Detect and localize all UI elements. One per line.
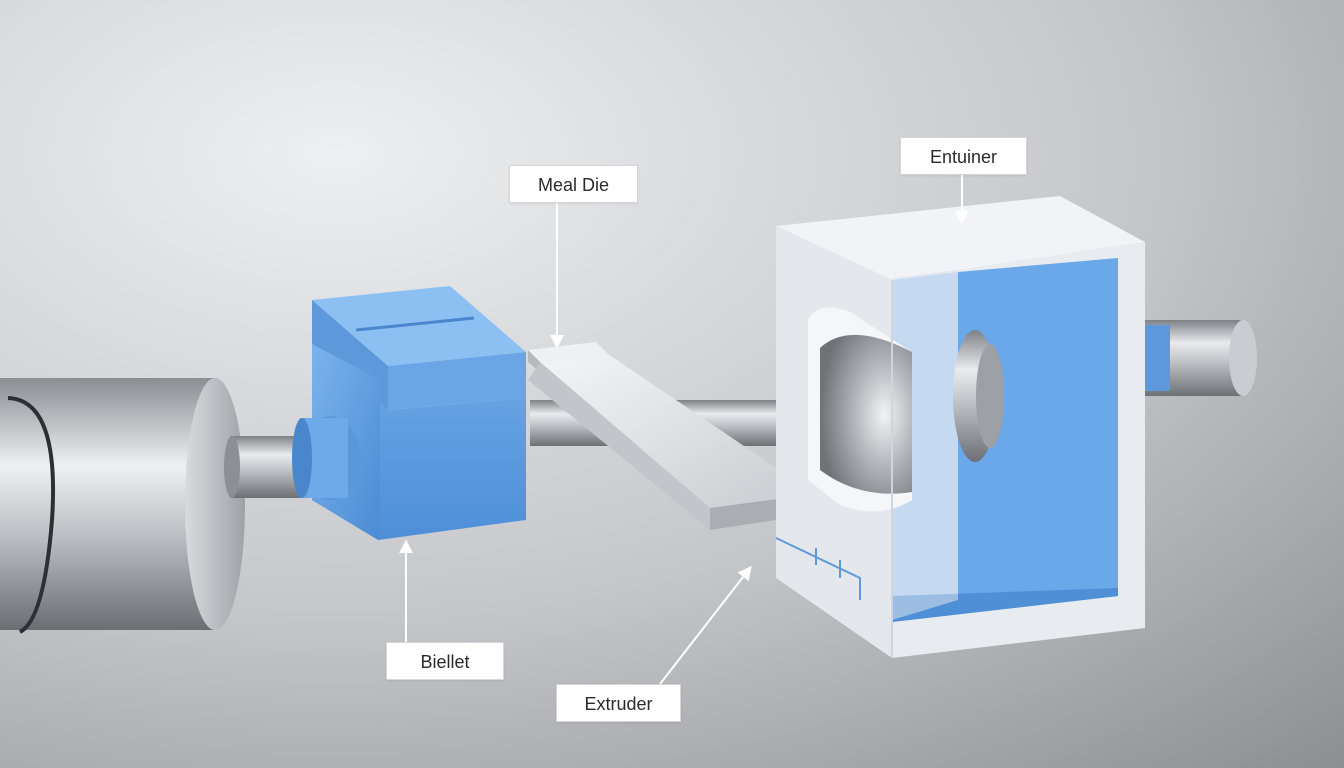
label-meal-die: Meal Die: [509, 165, 638, 203]
label-extruder: Extruder: [556, 684, 681, 722]
pointer-extruder: [659, 565, 752, 685]
container-box: [775, 196, 1257, 658]
pointer-lines: [399, 175, 969, 685]
label-biellet: Biellet: [386, 642, 504, 680]
die-bar: [528, 342, 815, 530]
billet-block: [292, 286, 526, 540]
label-entuiner: Entuiner: [900, 137, 1027, 175]
